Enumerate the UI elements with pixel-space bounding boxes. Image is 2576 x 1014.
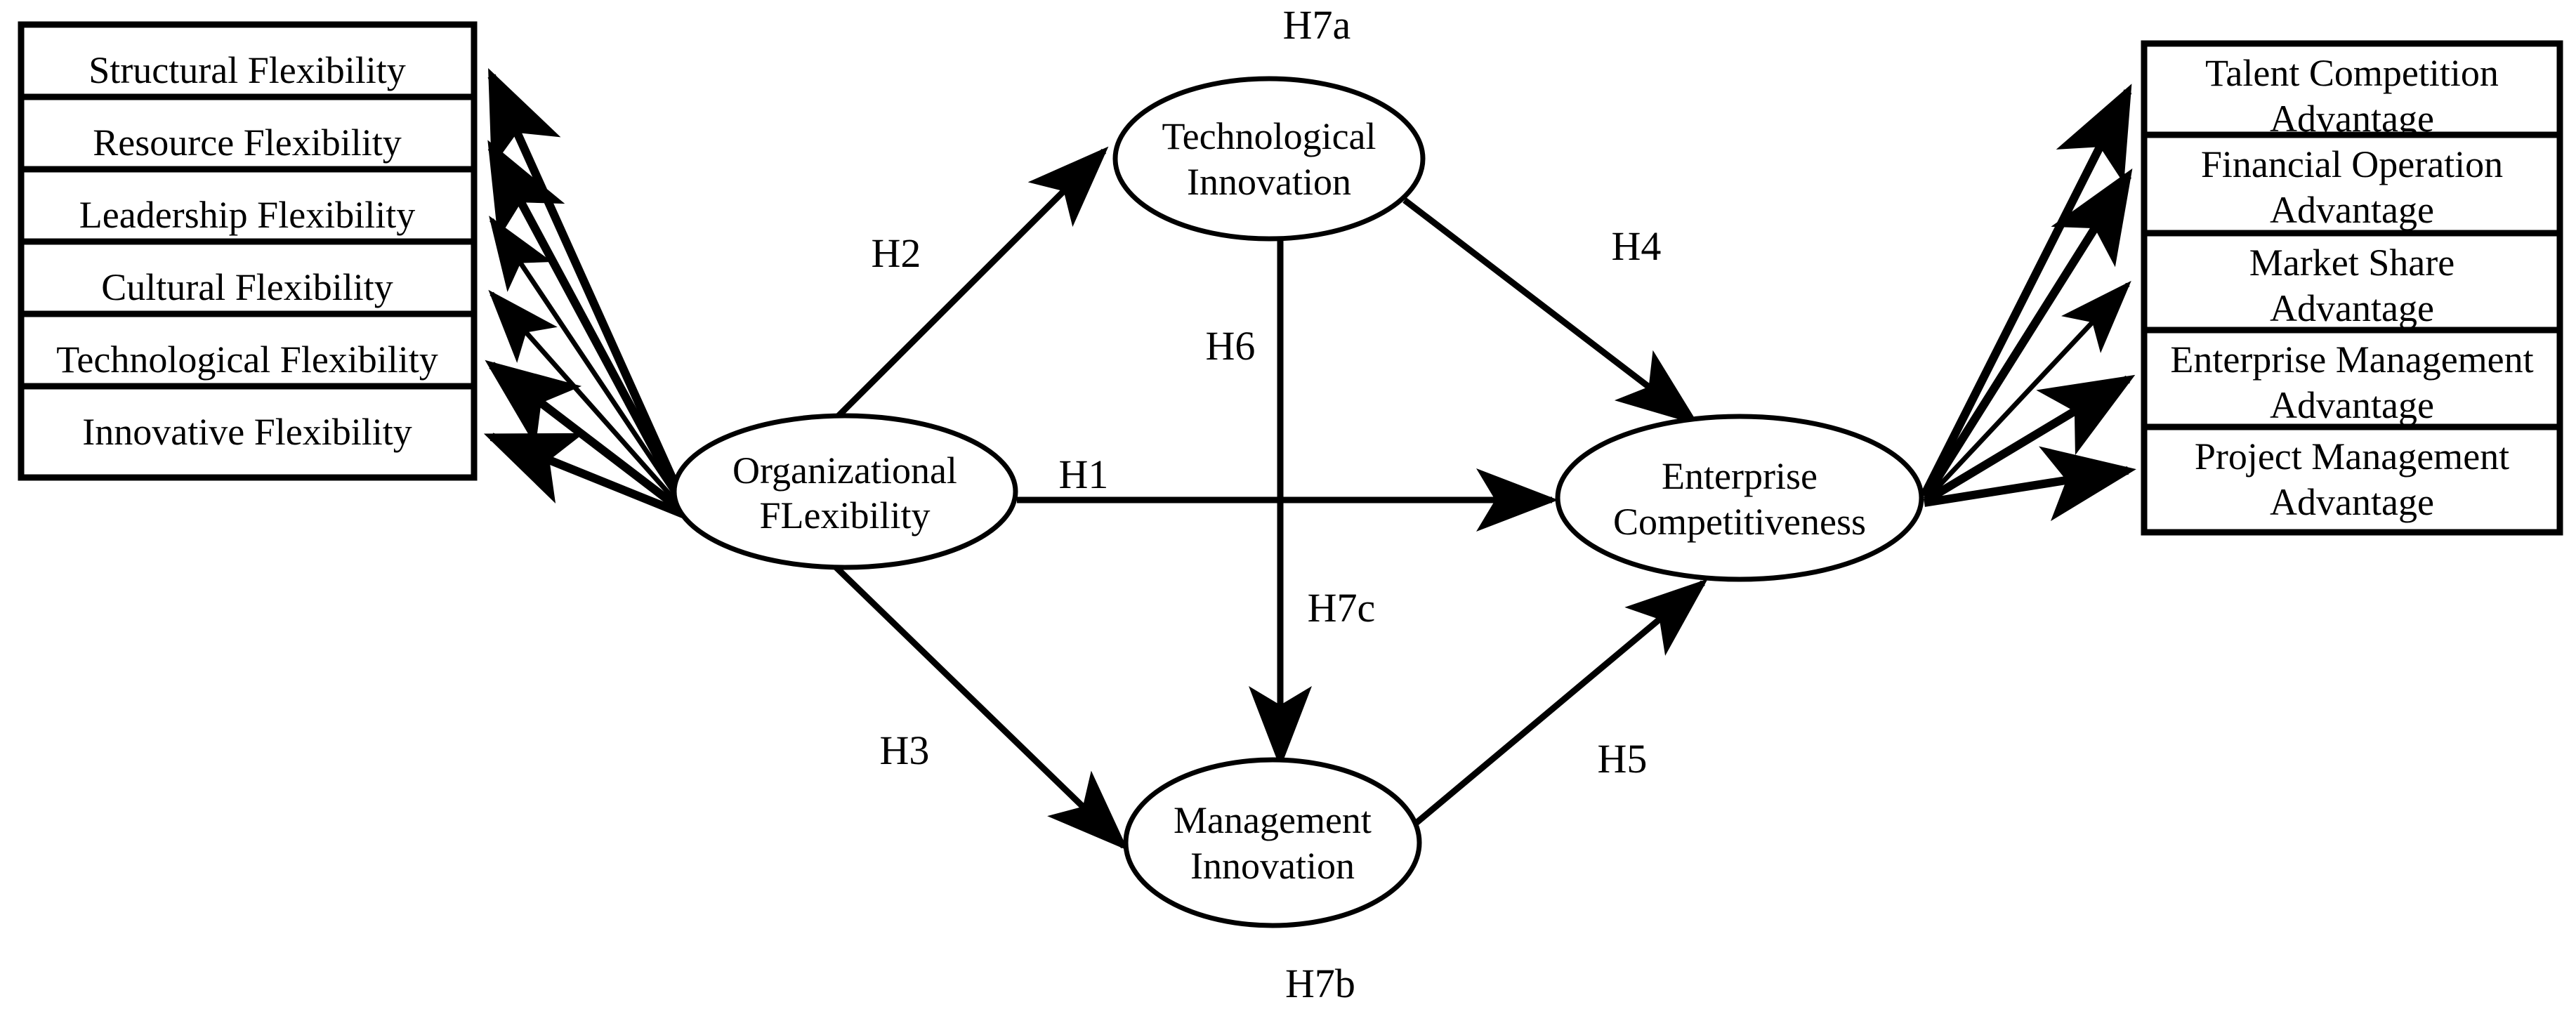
box-market-share-advantage[interactable]: Market Share Advantage — [2141, 230, 2563, 342]
box-label-line2: Advantage — [2270, 287, 2434, 329]
box-enterprise-management-advantage[interactable]: Enterprise Management Advantage — [2141, 327, 2563, 439]
ellipse-management-innovation[interactable]: Management Innovation — [1123, 757, 1422, 928]
ellipse-label-line1: Technological — [1162, 115, 1376, 157]
box-rect — [2141, 423, 2563, 536]
edge-to-project-management-advantage — [1924, 446, 2136, 522]
hypothesis-label-h4: H4 — [1612, 223, 1662, 269]
box-label-line2: Advantage — [2270, 481, 2434, 523]
hypothesis-label-h2: H2 — [872, 230, 921, 276]
edge-h5 — [1399, 579, 1708, 838]
edge-to-leadership-flexibility — [489, 216, 687, 510]
box-label-line1: Enterprise Management — [2170, 338, 2533, 381]
ellipse-shape — [1123, 757, 1422, 928]
ellipse-shape — [671, 413, 1018, 570]
hypothesis-label-h7b: H7b — [1285, 961, 1355, 1006]
box-project-management-advantage[interactable]: Project Management Advantage — [2141, 423, 2563, 536]
edge-to-cultural-flexibility — [488, 289, 687, 513]
ellipse-label-line2: Innovation — [1190, 845, 1355, 887]
edge-to-talent-competition-advantage — [1920, 84, 2132, 497]
edge-h3 — [820, 552, 1129, 851]
box-label-line2: Advantage — [2270, 384, 2434, 426]
hypothesis-label-h1: H1 — [1059, 452, 1109, 497]
box-talent-competition-advantage[interactable]: Talent Competition Advantage — [2141, 40, 2563, 152]
ellipse-label-line1: Management — [1174, 799, 1372, 841]
ellipse-enterprise-competitiveness[interactable]: Enterprise Competitiveness — [1555, 414, 1924, 582]
hypothesis-label-h7a: H7a — [1283, 2, 1351, 48]
box-label: Cultural Flexibility — [101, 266, 393, 308]
edges-structural-paths — [820, 146, 1708, 851]
edge-to-resource-flexibility — [487, 140, 689, 509]
edges-competitiveness-dimensions — [1920, 84, 2136, 522]
ellipse-label-line2: Competitiveness — [1613, 501, 1866, 543]
ellipses-group: Organizational FLexibility Technological… — [671, 76, 1924, 928]
edge-to-technological-flexibility — [485, 360, 688, 516]
ellipse-label-line2: FLexibility — [760, 494, 931, 536]
box-label: Structural Flexibility — [88, 49, 405, 91]
box-label: Resource Flexibility — [93, 121, 401, 164]
left-boxes-group: Structural Flexibility Resource Flexibil… — [18, 21, 478, 481]
hypothesis-label-h6: H6 — [1206, 323, 1256, 369]
box-label-line1: Project Management — [2195, 435, 2509, 478]
box-innovative-flexibility[interactable]: Innovative Flexibility — [18, 383, 478, 481]
box-label-line1: Talent Competition — [2205, 52, 2499, 94]
edge-h4 — [1402, 197, 1700, 426]
box-label-line2: Advantage — [2270, 189, 2434, 231]
ellipse-shape — [1555, 414, 1924, 582]
box-rect — [18, 383, 478, 481]
ellipse-label-line2: Innovation — [1187, 161, 1351, 203]
ellipse-organizational-flexibility[interactable]: Organizational FLexibility — [671, 413, 1018, 570]
ellipse-label-line1: Organizational — [732, 449, 957, 492]
box-label: Innovative Flexibility — [82, 411, 412, 453]
hypothesis-labels-group: H7a H2 H6 H1 H4 H7c H3 H5 H7b — [872, 2, 1662, 1006]
box-label: Technological Flexibility — [56, 338, 438, 381]
box-label: Leadership Flexibility — [79, 194, 415, 236]
right-boxes-group: Talent Competition Advantage Financial O… — [2141, 40, 2563, 536]
edge-to-market-share-advantage — [1925, 280, 2131, 501]
edges-flexibility-dimensions — [483, 68, 689, 519]
hypothesis-label-h7c: H7c — [1308, 585, 1376, 631]
box-label-line1: Financial Operation — [2201, 143, 2503, 185]
ellipse-technological-innovation[interactable]: Technological Innovation — [1112, 76, 1426, 242]
box-financial-operation-advantage[interactable]: Financial Operation Advantage — [2141, 131, 2563, 244]
ellipse-shape — [1112, 76, 1426, 242]
edge-to-financial-operation-advantage — [1921, 168, 2133, 500]
hypothesis-label-h3: H3 — [880, 727, 930, 773]
edge-to-innovative-flexibility — [483, 433, 687, 519]
edge-h2 — [820, 146, 1109, 434]
box-label-line1: Market Share — [2249, 242, 2455, 284]
hypothesis-label-h5: H5 — [1598, 736, 1648, 782]
edge-to-enterprise-management-advantage — [1923, 374, 2136, 505]
ellipse-label-line1: Enterprise — [1662, 455, 1818, 497]
